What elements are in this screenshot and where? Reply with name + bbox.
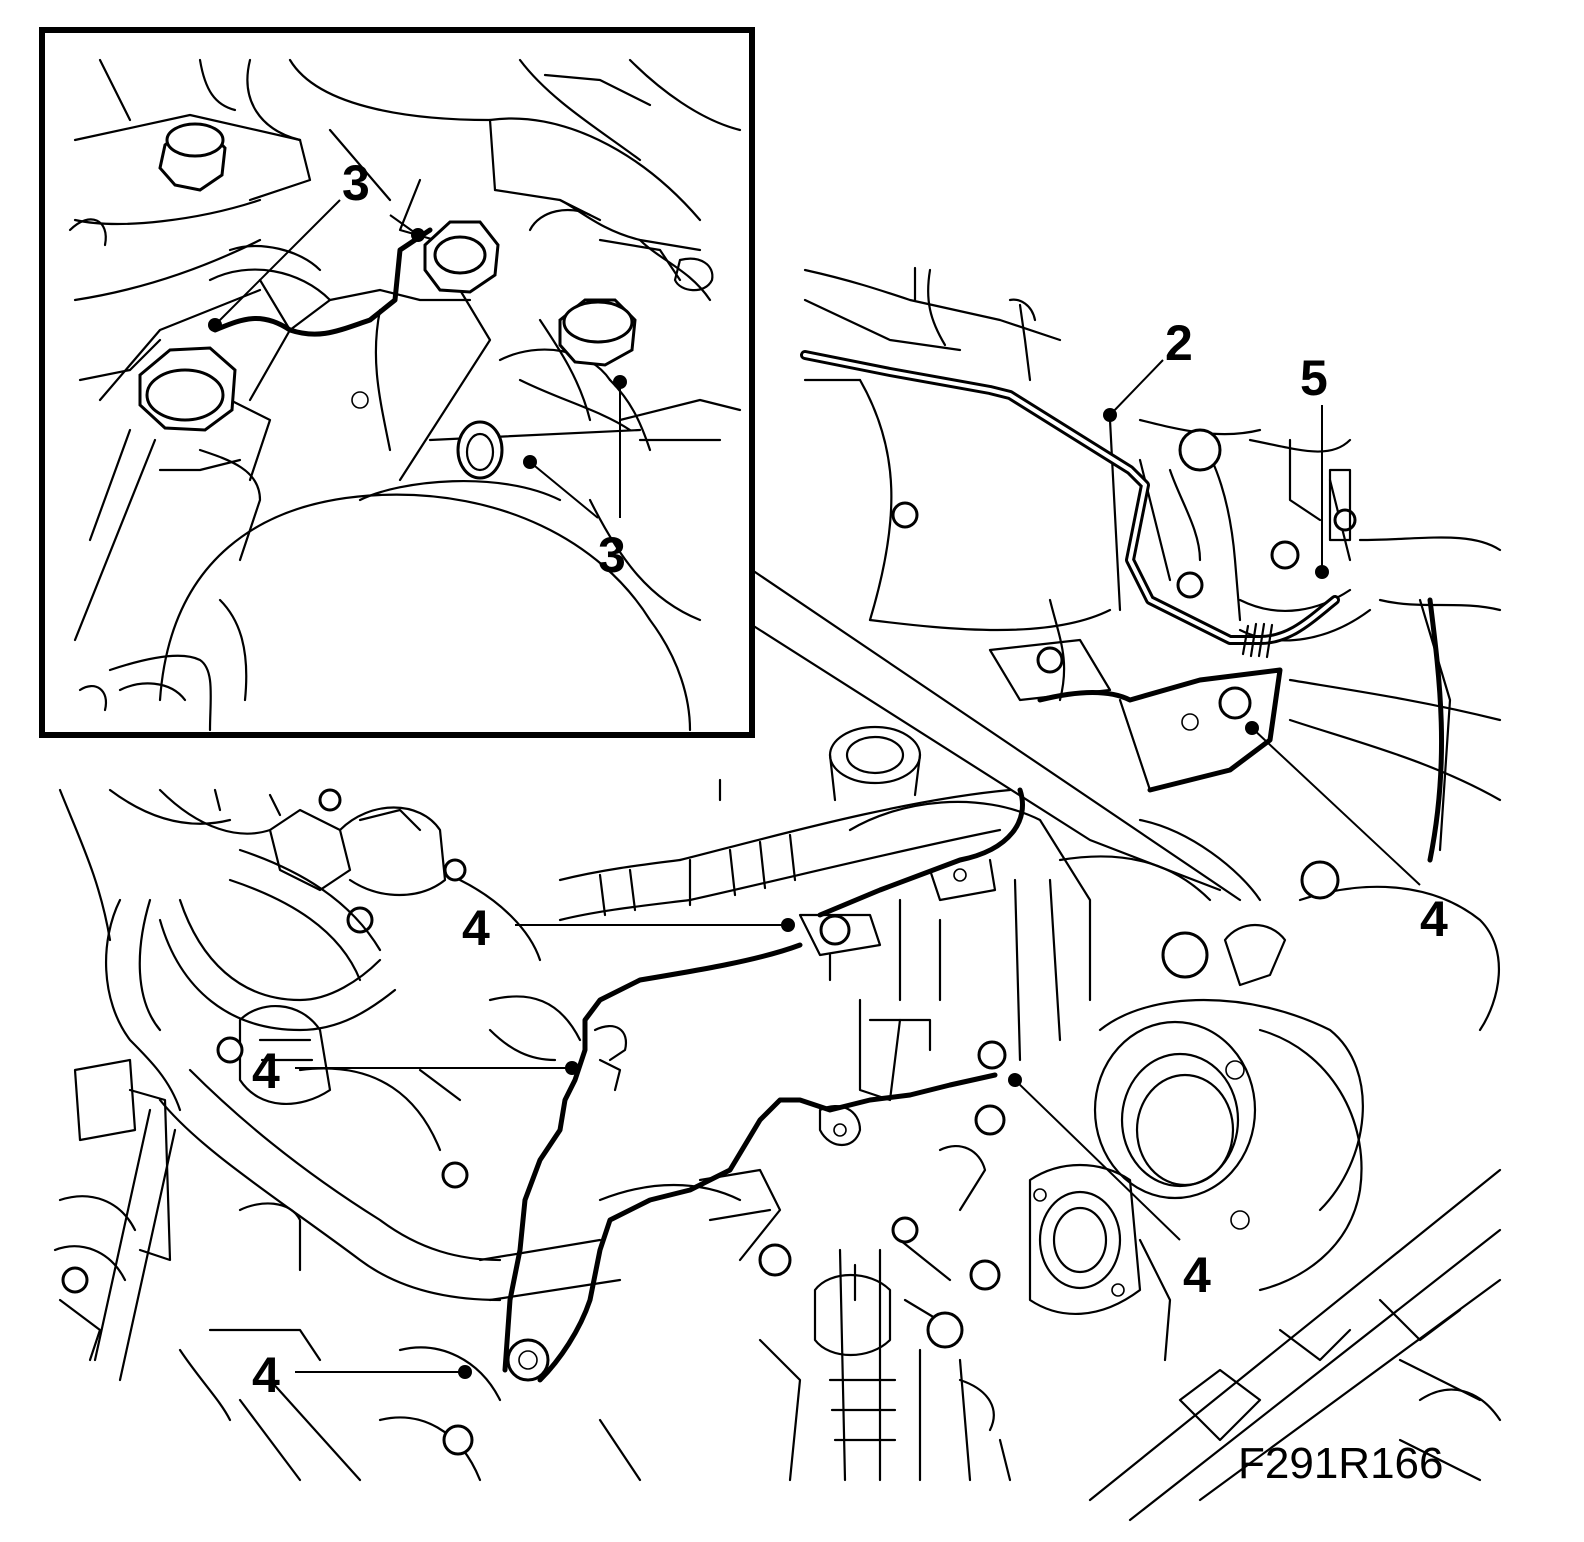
detail-inset [39,27,755,738]
callout-2-pipe: 2 [1165,315,1193,371]
engine-illustration [53,266,1502,1522]
callout-leaders [208,199,1421,1379]
inset-zoom-line-lower [750,623,1222,892]
figure-reference: F291R166 [1238,1439,1443,1488]
callout-3-inset-top: 3 [342,155,370,211]
callout-4-bracket-right: 4 [1420,891,1448,947]
callout-4-bolt-lower-left: 4 [252,1347,280,1403]
callout-4-bolt-center: 4 [462,900,490,956]
callout-4-bolt-lower-right: 4 [1183,1247,1211,1303]
callout-3-inset-bottom: 3 [598,527,626,583]
inset-zoom-line-upper [750,568,1242,902]
callout-5-hose-connection: 5 [1300,350,1328,406]
callout-4-clip-left: 4 [252,1043,280,1099]
